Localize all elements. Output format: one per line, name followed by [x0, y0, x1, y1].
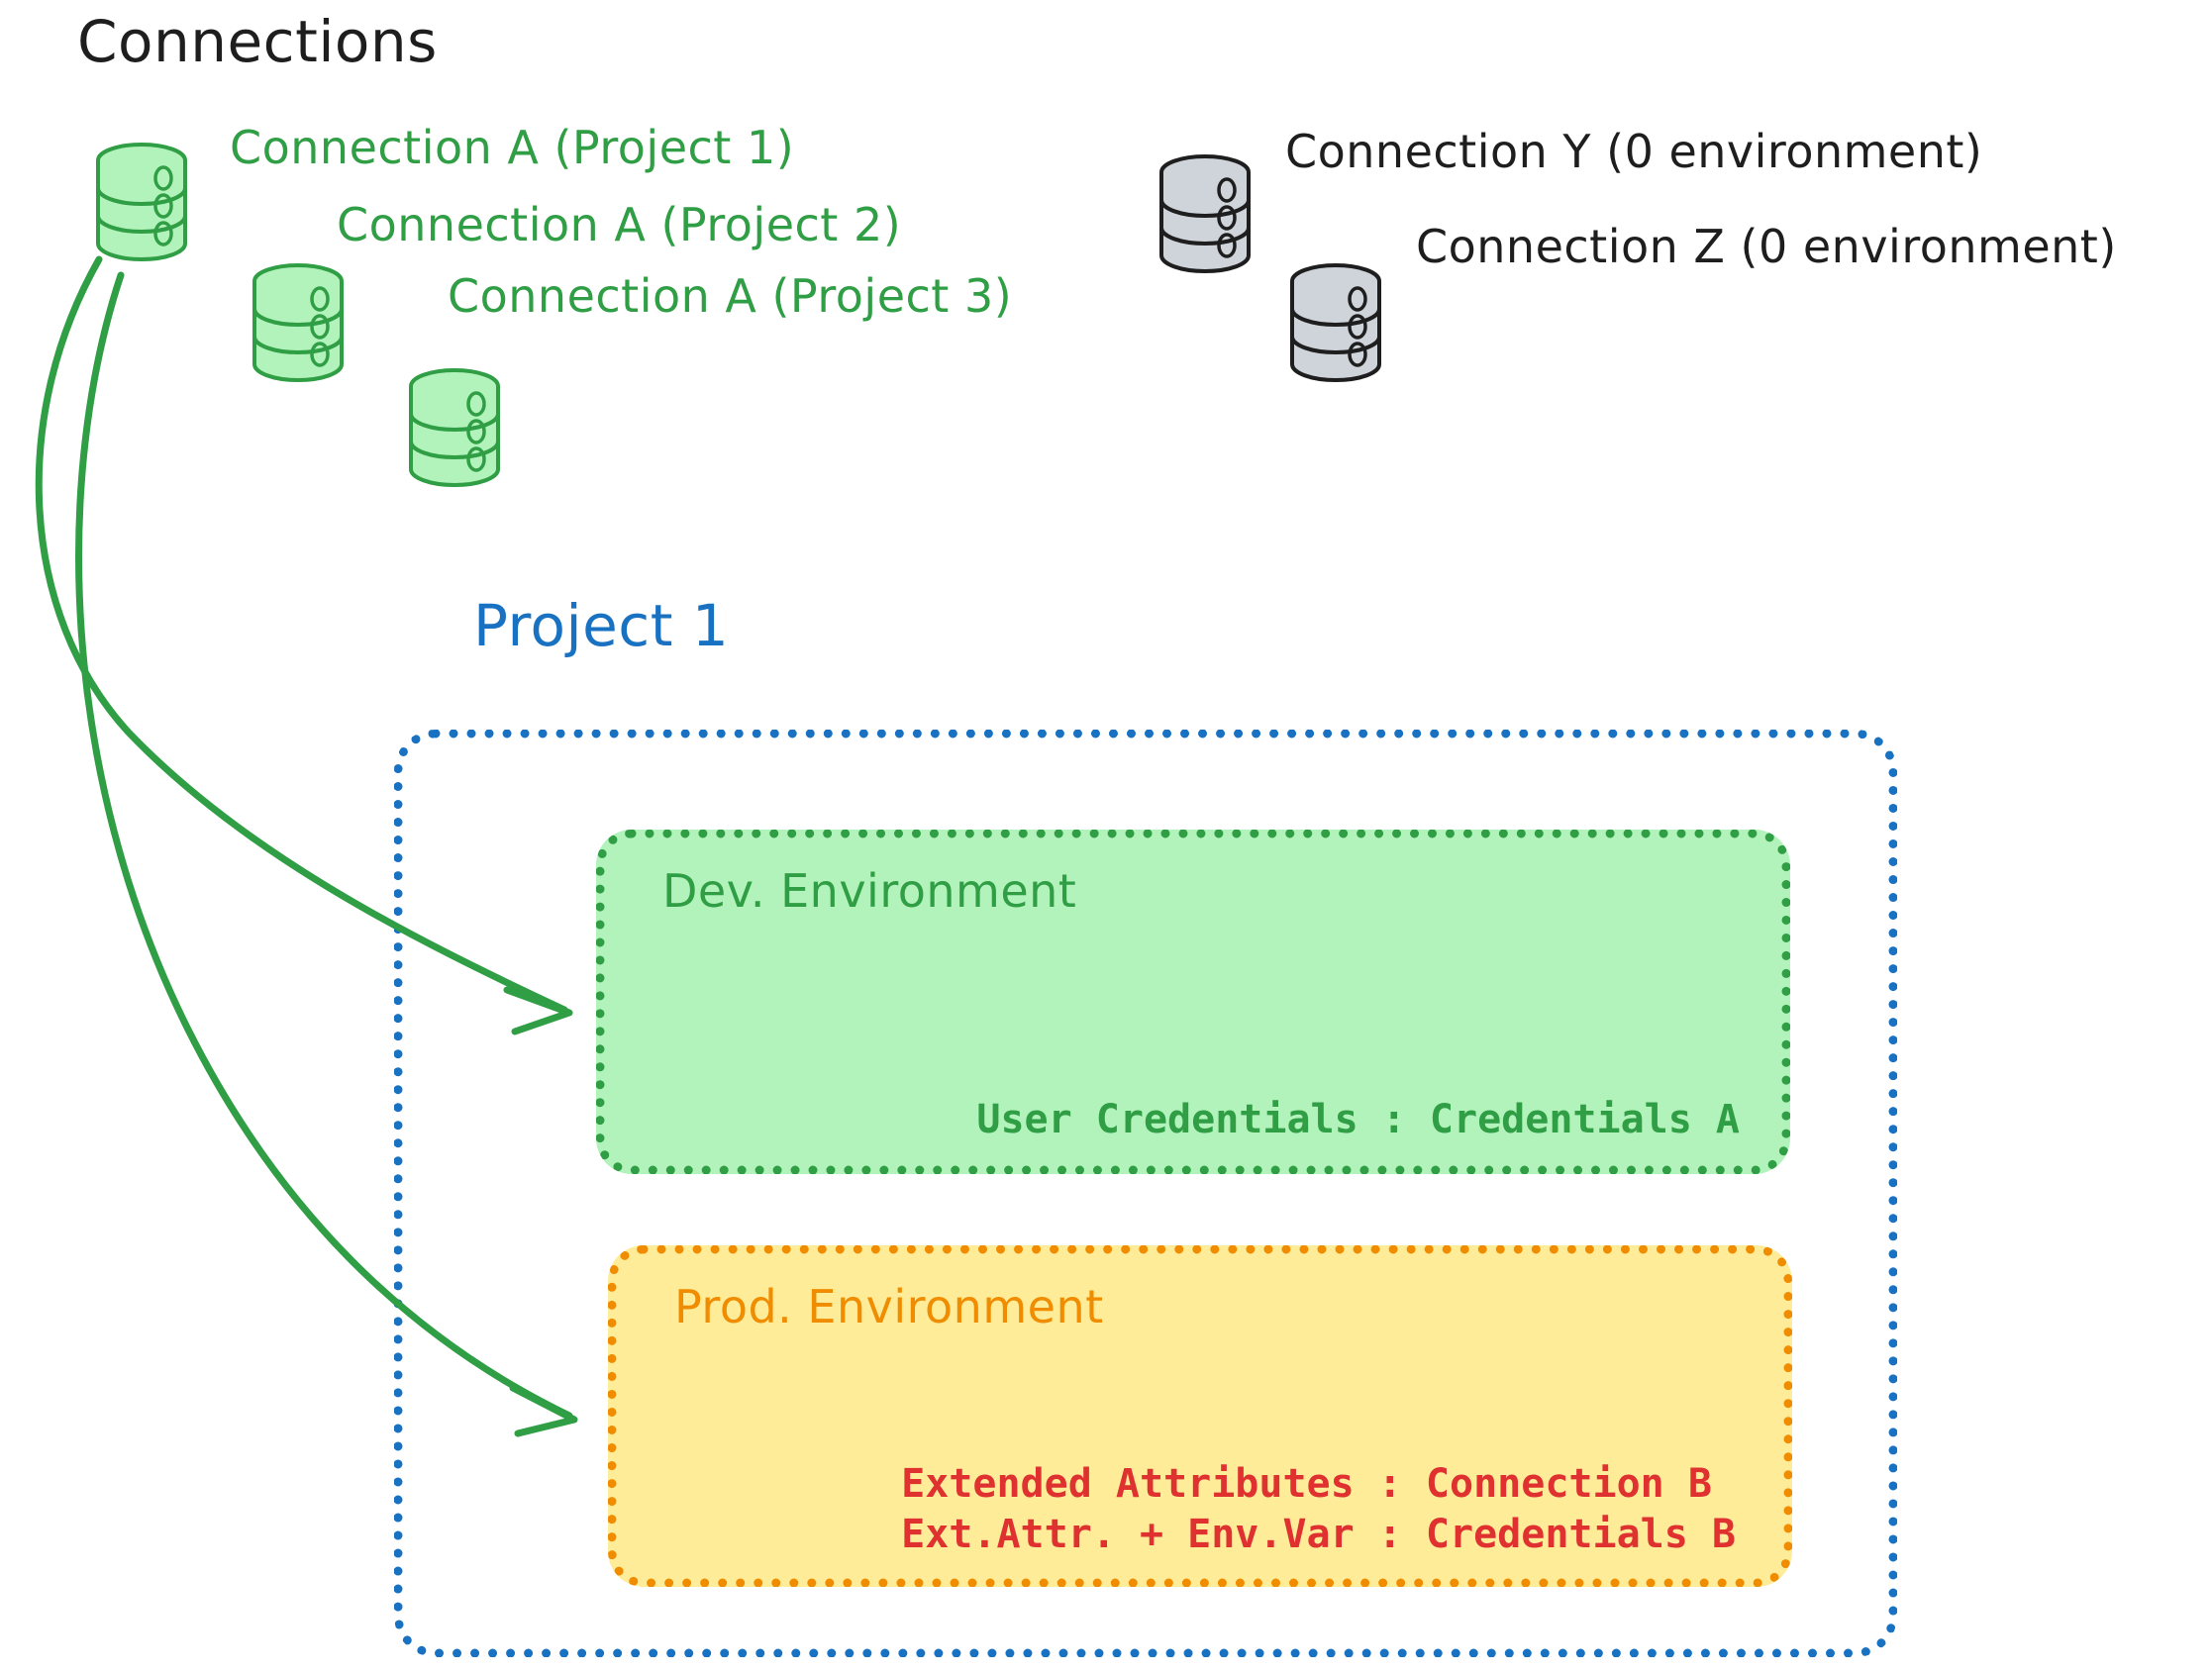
- database-icon-connection-a1: [96, 143, 187, 261]
- dev-environment-title: Dev. Environment: [662, 864, 1077, 918]
- connection-label-z: Connection Z (0 environment): [1416, 220, 2117, 273]
- connection-label-y: Connection Y (0 environment): [1285, 125, 1983, 178]
- dev-environment-line-1: User Credentials : Credentials A: [976, 1096, 1740, 1142]
- database-icon-connection-a3: [409, 368, 500, 487]
- prod-environment-line-2: Ext.Attr. + Env.Var : Credentials B: [901, 1511, 1736, 1557]
- connection-label-a1: Connection A (Project 1): [230, 121, 795, 174]
- database-icon-connection-y: [1159, 154, 1251, 273]
- prod-environment-details: Extended Attributes : Connection B Ext.A…: [901, 1459, 1736, 1560]
- connection-label-a2: Connection A (Project 2): [337, 198, 902, 251]
- database-icon-connection-a2: [252, 263, 344, 382]
- prod-environment-line-1: Extended Attributes : Connection B: [901, 1460, 1712, 1507]
- connection-label-a3: Connection A (Project 3): [448, 269, 1013, 323]
- dev-environment-box: Dev. Environment User Credentials : Cred…: [596, 830, 1790, 1174]
- dev-environment-details: User Credentials : Credentials A: [976, 1095, 1740, 1145]
- database-icon-connection-z: [1290, 263, 1381, 382]
- prod-environment-box: Prod. Environment Extended Attributes : …: [608, 1245, 1792, 1587]
- project-title: Project 1: [473, 592, 730, 659]
- connections-heading: Connections: [77, 8, 438, 75]
- prod-environment-title: Prod. Environment: [674, 1280, 1104, 1333]
